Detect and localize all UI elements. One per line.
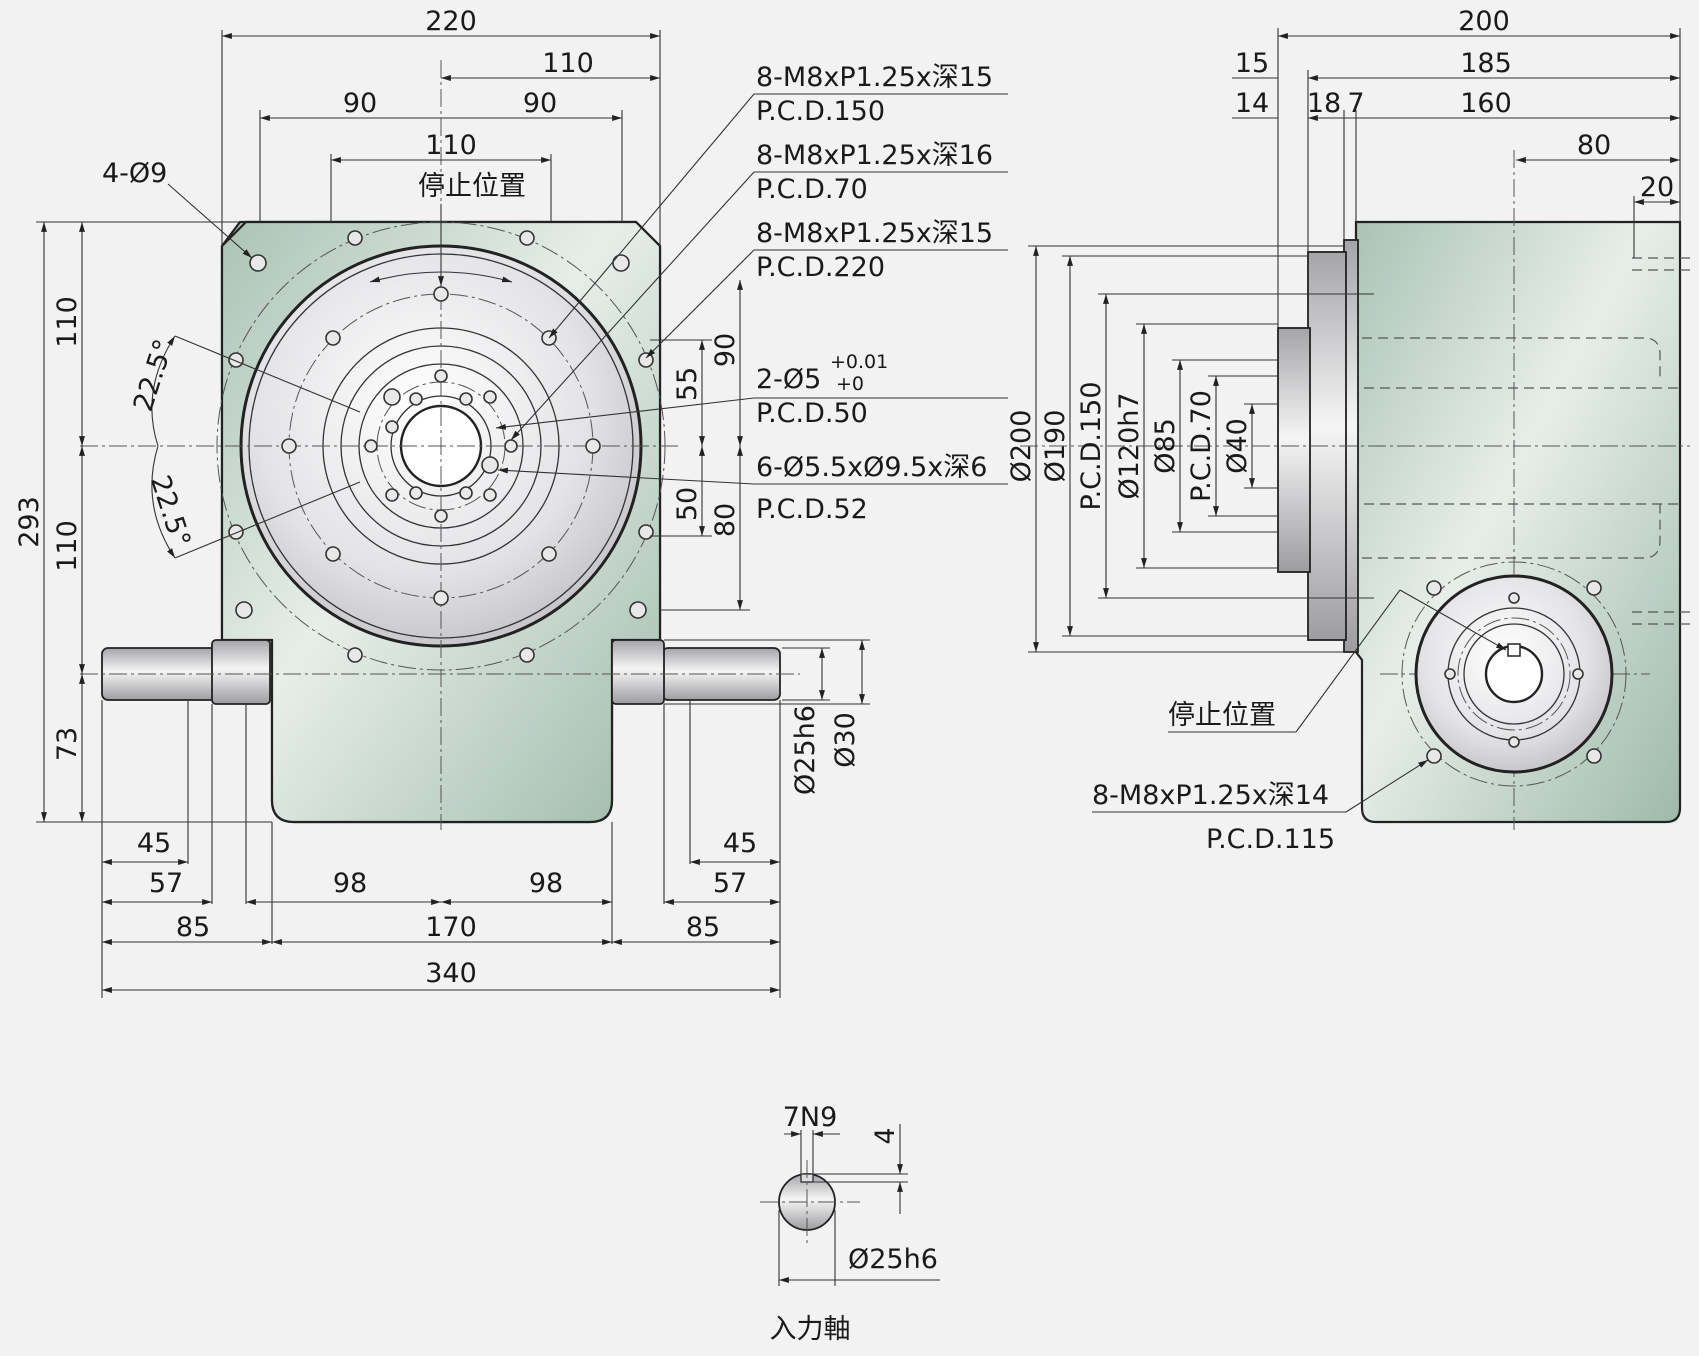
dim-90-left: 90 — [343, 88, 377, 119]
callouts: 8-M8xP1.25x深15 P.C.D.150 8-M8xP1.25x深16 … — [495, 62, 1008, 525]
dim-73: 73 — [52, 727, 83, 761]
dim-57-left: 57 — [149, 868, 183, 899]
dim-50: 50 — [672, 487, 703, 521]
front-right-dimensions: 55 90 50 80 — [650, 280, 750, 611]
dim-45-left: 45 — [137, 828, 171, 859]
side-pcd-70: P.C.D.70 — [1186, 390, 1217, 502]
front-top-dimensions: 220 110 90 90 110 停止位置 4-Ø9 — [102, 6, 661, 286]
callout-3-line1: 8-M8xP1.25x深15 — [756, 218, 993, 249]
key-depth-4: 4 — [870, 1127, 901, 1144]
side-dim-14: 14 — [1235, 88, 1269, 119]
side-dia-120h7: Ø120h7 — [1114, 392, 1145, 499]
dim-shaft-25h6: Ø25h6 — [790, 705, 821, 795]
callout-4-line1: 2-Ø5 — [756, 364, 821, 395]
dim-170: 170 — [425, 912, 477, 943]
callout-2-line2: P.C.D.70 — [756, 174, 868, 205]
side-dia-200: Ø200 — [1006, 410, 1037, 483]
dim-220: 220 — [425, 6, 477, 37]
dim-98-right: 98 — [529, 868, 563, 899]
angle-lower: 22.5° — [144, 472, 196, 552]
side-dim-80: 80 — [1577, 130, 1611, 161]
dim-85-right: 85 — [686, 912, 720, 943]
side-dim-160: 160 — [1460, 88, 1512, 119]
dim-55: 55 — [672, 367, 703, 401]
angle-upper: 22.5° — [128, 336, 180, 416]
side-dia-40: Ø40 — [1222, 418, 1253, 474]
side-callout-line2: P.C.D.115 — [1206, 824, 1335, 855]
callout-3-line2: P.C.D.220 — [756, 252, 885, 283]
front-bottom-dimensions: 45 45 57 98 98 57 85 170 85 340 — [101, 700, 781, 998]
callout-4-line2: P.C.D.50 — [756, 398, 868, 429]
dim-110-right: 110 — [542, 48, 594, 79]
dim-110-upper: 110 — [52, 296, 83, 348]
front-stop-label: 停止位置 — [418, 171, 526, 202]
dim-98-left: 98 — [333, 868, 367, 899]
callout-5-line2: P.C.D.52 — [756, 494, 868, 525]
side-stop-label: 停止位置 — [1168, 700, 1276, 731]
side-callout-line1: 8-M8xP1.25x深14 — [1092, 780, 1329, 811]
side-dim-200: 200 — [1458, 6, 1510, 37]
key-width-7n9: 7N9 — [783, 1102, 838, 1133]
dim-shaft-30: Ø30 — [830, 712, 861, 768]
callout-4-tol-lower: +0 — [836, 373, 864, 395]
side-dia-190: Ø190 — [1040, 410, 1071, 483]
dim-110-lower: 110 — [52, 520, 83, 572]
side-callouts: 停止位置 8-M8xP1.25x深14 P.C.D.115 — [1092, 589, 1507, 855]
callout-5-line1: 6-Ø5.5xØ9.5x深6 — [756, 452, 987, 483]
side-pcd-150: P.C.D.150 — [1076, 381, 1107, 510]
dim-85-left: 85 — [176, 912, 210, 943]
front-view: 220 110 90 90 110 停止位置 4-Ø9 293 110 110 … — [14, 6, 870, 998]
mount-holes-label: 4-Ø9 — [102, 158, 167, 189]
side-dim-18: 18 — [1307, 88, 1341, 119]
mount-holes — [235, 254, 647, 619]
dim-80: 80 — [710, 503, 741, 537]
side-view: 200 15 185 14 18 7 160 80 20 — [1006, 6, 1690, 855]
input-shaft-diameter: Ø25h6 — [848, 1244, 938, 1275]
callout-1-line1: 8-M8xP1.25x深15 — [756, 62, 993, 93]
shaft-dimensions: Ø25h6 Ø30 — [664, 639, 870, 795]
input-shaft-title: 入力軸 — [770, 1314, 851, 1345]
dim-90-right: 90 — [523, 88, 557, 119]
side-dim-20: 20 — [1640, 172, 1674, 203]
side-diameter-dimensions: Ø200 Ø190 P.C.D.150 Ø120h7 Ø85 P.C.D.70 … — [1006, 245, 1374, 653]
dim-90-vertical: 90 — [710, 333, 741, 367]
dim-57-right: 57 — [713, 868, 747, 899]
dim-340: 340 — [425, 958, 477, 989]
side-dim-185: 185 — [1460, 48, 1512, 79]
callout-2-line1: 8-M8xP1.25x深16 — [756, 140, 993, 171]
side-dim-15: 15 — [1235, 48, 1269, 79]
side-dim-7: 7 — [1347, 88, 1364, 119]
side-hub — [1277, 327, 1311, 573]
callout-1-line2: P.C.D.150 — [756, 96, 885, 127]
dim-293: 293 — [14, 496, 45, 548]
side-top-dimensions: 200 15 185 14 18 7 160 80 20 — [1232, 6, 1681, 328]
inner-holes — [364, 369, 518, 523]
dim-45-right: 45 — [723, 828, 757, 859]
input-shaft-detail: 7N9 4 Ø25h6 入力軸 — [760, 1102, 940, 1345]
dim-110-inner: 110 — [425, 130, 477, 161]
side-dia-85: Ø85 — [1150, 418, 1181, 474]
callout-4-tol-upper: +0.01 — [830, 351, 888, 373]
